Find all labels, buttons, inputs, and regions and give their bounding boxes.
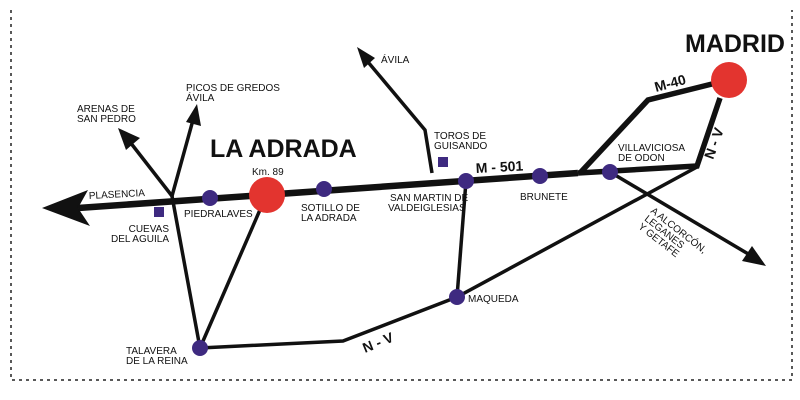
town-san-martin[interactable]	[458, 173, 474, 189]
road-nv-south	[199, 165, 698, 350]
talavera-label-2: DE LA REINA	[126, 356, 188, 367]
city-la-adrada[interactable]	[249, 177, 285, 213]
sotillo-label-2: LA ADRADA	[301, 213, 357, 224]
picos-label-1: PICOS DE GREDOS	[186, 83, 280, 94]
toros-label-1: TOROS DE	[434, 131, 486, 142]
nv-top-label: N - V	[701, 125, 727, 161]
city-madrid[interactable]	[711, 62, 747, 98]
arrow-alcorcon-icon	[742, 246, 766, 266]
madrid-label: MADRID	[685, 30, 785, 58]
dotted-border	[10, 10, 793, 381]
landmark-cuevas-icon	[154, 207, 164, 217]
road-arenas	[128, 140, 174, 198]
arenas-label-1: ARENAS DE	[77, 104, 135, 115]
brunete-label: BRUNETE	[520, 192, 568, 203]
toros-label-2: GUISANDO	[434, 141, 488, 152]
la-adrada-label: LA ADRADA	[210, 135, 357, 163]
villaviciosa-label-1: VILLAVICIOSA	[618, 143, 685, 154]
town-brunete[interactable]	[532, 168, 548, 184]
town-talavera[interactable]	[192, 340, 208, 356]
maqueda-label: MAQUEDA	[468, 294, 519, 305]
town-sotillo[interactable]	[316, 181, 332, 197]
piedralaves-label: PIEDRALAVES	[184, 209, 253, 220]
road-alcorcon	[609, 170, 751, 257]
arenas-label-2: SAN PEDRO	[77, 114, 136, 125]
arrow-avila-icon	[357, 47, 375, 68]
km-label: Km. 89	[252, 167, 284, 178]
villaviciosa-label-2: DE ODON	[618, 153, 665, 164]
cuevas-label-2: DEL AGUILA	[111, 234, 169, 245]
picos-label-2: ÁVILA	[186, 91, 215, 104]
arrow-plasencia-icon	[42, 190, 90, 226]
san-martin-label-1: SAN MARTIN DE	[390, 193, 468, 204]
avila-label: ÁVILA	[381, 53, 410, 66]
town-piedralaves[interactable]	[202, 190, 218, 206]
sotillo-label-1: SOTILLO DE	[301, 203, 360, 214]
san-martin-label-2: VALDEIGLESIAS	[388, 203, 466, 214]
cuevas-label-1: CUEVAS	[129, 224, 170, 235]
road-san-martin-maqueda	[455, 180, 468, 298]
m501-label: M - 501	[475, 158, 523, 176]
landmark-toros-icon	[438, 157, 448, 167]
road-avila	[366, 60, 434, 174]
town-maqueda[interactable]	[449, 289, 465, 305]
town-villaviciosa[interactable]	[602, 164, 618, 180]
arrow-picos-icon	[186, 104, 201, 126]
arrow-arenas-icon	[118, 128, 140, 150]
plasencia-label: PLASENCIA	[89, 188, 146, 202]
talavera-label-1: TALAVERA	[126, 346, 177, 357]
road-picos	[170, 119, 195, 197]
road-m40	[577, 81, 713, 175]
